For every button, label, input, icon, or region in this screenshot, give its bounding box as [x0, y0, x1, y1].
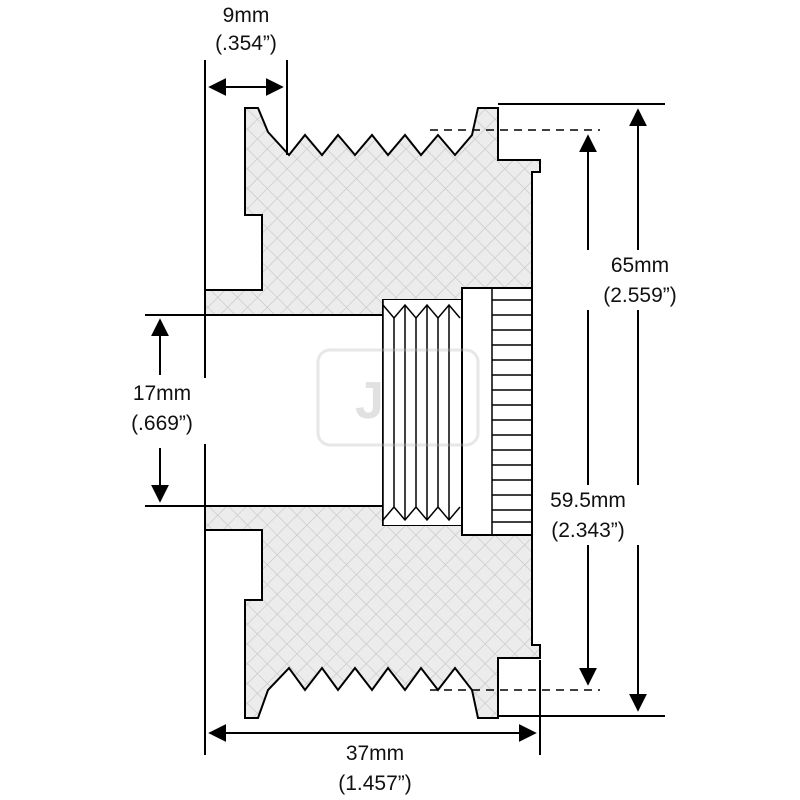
watermark-text: J	[355, 372, 384, 430]
watermark-logo: J	[316, 348, 480, 447]
groove-width-imperial: (.354”)	[215, 32, 277, 55]
groove-diameter-metric: 59.5mm	[550, 489, 626, 512]
outer-diameter-imperial: (2.559”)	[603, 284, 677, 307]
overall-length-imperial: (1.457”)	[338, 772, 412, 795]
spline-insert	[461, 287, 533, 536]
groove-width-metric: 9mm	[223, 4, 270, 27]
bore-diameter-imperial: (.669”)	[131, 412, 193, 435]
bore	[204, 314, 384, 507]
internal-thread	[382, 300, 463, 525]
groove-diameter-imperial: (2.343”)	[551, 519, 625, 542]
overall-length-metric: 37mm	[346, 742, 404, 765]
pulley-body-lower	[204, 505, 541, 719]
outer-diameter-metric: 65mm	[611, 254, 669, 277]
bore-diameter-metric: 17mm	[133, 382, 191, 405]
pulley-body-upper	[204, 107, 541, 316]
